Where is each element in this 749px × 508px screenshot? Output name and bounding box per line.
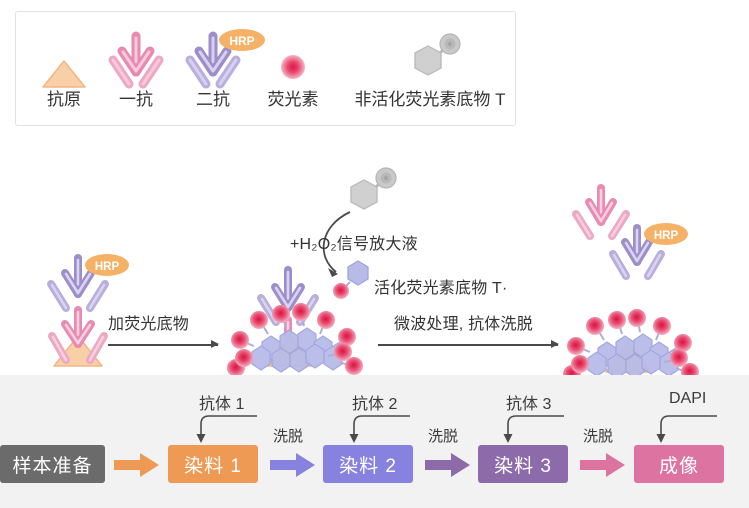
legend-label-inactive-substrate: 非活化荧光素底物 T [354, 90, 506, 109]
workflow-arrow-0 [114, 453, 160, 477]
workflow-step-label-1: 抗体 1 [199, 396, 245, 413]
workflow-start-box[interactable]: 样本准备 [0, 445, 105, 483]
conversion-arrow [322, 211, 351, 273]
legend-label-primary-antibody: 一抗 [119, 90, 153, 109]
reagent-label: +H₂O₂信号放大液 [290, 236, 418, 253]
step2-arrow-label: 微波处理, 抗体洗脱 [394, 316, 533, 333]
legend-item-secondary-antibody: HRP 二抗 [168, 28, 265, 110]
workflow-step-label-4: DAPI [669, 390, 707, 407]
workflow-elute-label-1: 洗脱 [273, 428, 304, 445]
workflow-hook-1 [195, 413, 265, 445]
workflow-band: 样本准备 抗体 1 染料 1 洗脱 抗体 2 [0, 375, 749, 508]
workflow-step-label-2: 抗体 2 [352, 396, 398, 413]
workflow-hook-3 [502, 413, 572, 445]
legend-label-antigen: 抗原 [47, 90, 81, 109]
legend-label-secondary-antibody: 二抗 [196, 90, 230, 109]
workflow-step-label-3: 抗体 3 [506, 396, 552, 413]
activated-substrate-label: 活化荧光素底物 T· [374, 280, 508, 297]
workflow-box-label-4: 成像 [658, 455, 699, 477]
workflow-arrow-3 [580, 453, 626, 477]
activated-substrate-icon [330, 257, 378, 301]
workflow-elute-label-2: 洗脱 [428, 428, 459, 445]
workflow-box-label-3: 染料 3 [494, 455, 552, 477]
workflow-box-label-2: 染料 2 [339, 455, 397, 477]
legend-label-fluorophore: 荧光素 [267, 90, 319, 109]
workflow-box-label-1: 染料 1 [184, 455, 242, 477]
workflow-hook-4 [655, 413, 725, 445]
workflow-box-4[interactable]: 成像 [634, 445, 724, 483]
step2-arrow [378, 340, 559, 350]
reaction-curve-group [312, 164, 452, 289]
stage3-remaining-deposit [562, 300, 702, 383]
secondary-antibody-hrp-icon: HRP [168, 28, 265, 90]
workflow-box-2[interactable]: 染料 2 [323, 445, 413, 483]
stage3-eluted-antibodies: HRP [560, 178, 705, 283]
legend-item-inactive-substrate: 非活化荧光素底物 T [346, 30, 514, 110]
antigen-triangle-icon [23, 48, 105, 90]
primary-antibody-icon [91, 28, 181, 90]
inactive-substrate-hexagon-icon [346, 30, 514, 90]
step1-arrow-label: 加荧光底物 [108, 316, 190, 333]
legend-item-antigen: 抗原 [23, 48, 105, 110]
workflow-start-label: 样本准备 [12, 455, 93, 477]
inactive-substrate-hexagon-icon [350, 179, 378, 210]
workflow-box-3[interactable]: 染料 3 [478, 445, 568, 483]
legend-item-primary-antibody: 一抗 [91, 28, 181, 110]
workflow-arrow-2 [425, 453, 471, 477]
workflow-arrow-1 [270, 453, 316, 477]
workflow-box-1[interactable]: 染料 1 [168, 445, 258, 483]
legend-item-fluorophore: 荧光素 [238, 37, 348, 110]
mechanism-diagram: HRP 加荧光底物 [0, 140, 749, 383]
legend-panel: 抗原 [15, 11, 516, 126]
hrp-badge-text: HRP [95, 261, 120, 273]
hrp-badge-text: HRP [654, 230, 679, 242]
step1-arrow [108, 340, 219, 350]
fluorophore-dot-icon [238, 37, 348, 90]
hrp-badge-text: HRP [229, 34, 254, 48]
workflow-elute-label-3: 洗脱 [583, 428, 614, 445]
workflow-hook-2 [348, 413, 418, 445]
stage2-deposited-complex [227, 250, 368, 377]
stage1-antibody-stack: HRP [22, 240, 142, 370]
